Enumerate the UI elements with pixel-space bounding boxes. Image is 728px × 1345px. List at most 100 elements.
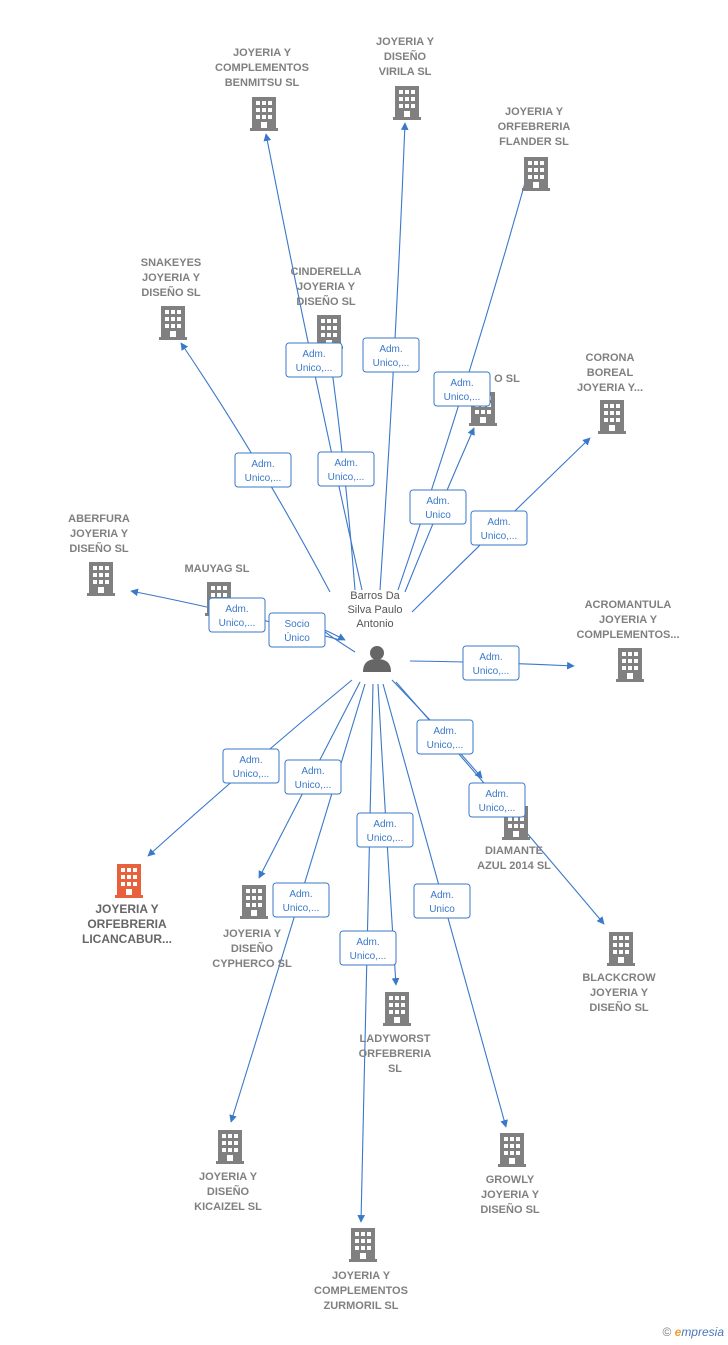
company-label-line: COMPLEMENTOS... <box>576 629 679 641</box>
edge-label-cinderella[interactable]: Adm. Unico,... <box>317 451 375 487</box>
edge-label-corona[interactable]: Adm.Unico,... <box>470 510 528 546</box>
building-icon <box>87 562 115 596</box>
building-icon <box>159 306 187 340</box>
company-label-line: ORFEBRERIA <box>498 121 571 133</box>
company-label-line: BENMITSU SL <box>225 77 300 89</box>
edge-label-virila[interactable]: Adm.Unico,... <box>362 337 420 373</box>
company-label-line: ABERFURA <box>68 513 130 525</box>
company-label-line: JOYERIA Y <box>95 902 158 916</box>
company-label-line: JOYERIA Y <box>590 987 649 999</box>
edge-label-flander[interactable]: Adm.Unico,... <box>433 371 491 407</box>
company-label-line: JOYERIA Y <box>376 36 435 48</box>
company-label-line: JOYERIA Y <box>297 281 356 293</box>
building-icon <box>250 97 278 131</box>
edge-label-line: Unico,... <box>328 472 365 483</box>
building-icon <box>115 864 143 898</box>
brand-name: mpresia <box>681 1325 724 1339</box>
copyright-icon: © <box>662 1325 672 1339</box>
edge-label-diamante[interactable]: Adm. Unico,... <box>416 719 474 755</box>
edge-label-snakeyes[interactable]: Adm.Unico,... <box>234 452 292 488</box>
edge-label-line: Adm. <box>426 496 449 507</box>
edge-label-line: Adm. <box>485 789 508 800</box>
company-label-line: ORFEBRERIA <box>359 1048 432 1060</box>
edge-label-line: Adm. <box>356 937 379 948</box>
edge-label-line: Adm. <box>479 652 502 663</box>
company-node-flander[interactable]: JOYERIA Y ORFEBRERIA FLANDER SL <box>498 106 571 191</box>
center-label-line-3: Antonio <box>356 618 393 630</box>
edge-label-licancabur[interactable]: Adm.Unico,... <box>222 748 280 784</box>
brand-initial: e <box>674 1325 682 1339</box>
company-label-line: COMPLEMENTOS <box>314 1285 408 1297</box>
edge-label-line: Adm. <box>379 344 402 355</box>
company-node-licancabur[interactable]: JOYERIA YORFEBRERIALICANCABUR... <box>82 864 172 946</box>
company-label-line: JOYERIA Y <box>223 928 282 940</box>
edge-labels-layer: Adm. Unico,... Adm. Unico,... Adm. Unico,... A… <box>208 337 528 966</box>
company-label-line: JOYERIA Y <box>233 47 292 59</box>
edge-label-benmitsu[interactable]: Adm.Unico,... <box>285 342 343 378</box>
edge-label-line: Unico,... <box>444 392 481 403</box>
edge-label-line: Unico,... <box>427 740 464 751</box>
edge-label-line: Unico,... <box>481 531 518 542</box>
edge-label-acromantula[interactable]: Adm. Unico,... <box>462 645 520 681</box>
company-label-line: DISEÑO SL <box>296 295 356 308</box>
building-icon <box>383 992 411 1026</box>
company-label-line: DIAMANTE <box>485 845 543 857</box>
company-label-line: DISEÑO <box>231 942 274 955</box>
edge-label-line: Adm. <box>334 458 357 469</box>
edge-label-line: Unico,... <box>479 803 516 814</box>
company-node-mauyag[interactable]: MAUYAG SL <box>185 563 250 616</box>
edge-label-box <box>433 371 491 407</box>
company-label-line: JOYERIA Y <box>505 106 564 118</box>
edge-label-line: Adm. <box>430 890 453 901</box>
edge-mauyag <box>322 629 356 653</box>
center-person[interactable]: Barros Da Silva Paulo Antonio <box>347 590 403 672</box>
edge-label-line: Adm. <box>373 819 396 830</box>
company-label-line: JOYERIA Y <box>142 272 201 284</box>
edge-label-blackcrow[interactable]: Adm. Unico,... <box>468 782 526 818</box>
edge-label-box <box>268 612 326 648</box>
edge-label-line: Unico,... <box>350 951 387 962</box>
edge-label-line: Adm. <box>433 726 456 737</box>
company-label-line: BLACKCROW <box>582 972 656 984</box>
company-label-line: ZURMORIL SL <box>324 1300 399 1312</box>
edge-label-kicaizel[interactable]: Adm.Unico,... <box>272 882 330 918</box>
edge-label-line: Unico,... <box>473 666 510 677</box>
edge-label-zurmoril[interactable]: Adm. Unico,... <box>339 930 397 966</box>
building-icon <box>498 1133 526 1167</box>
edge-label-ladyworst[interactable]: Adm. Unico,... <box>356 812 414 848</box>
edge-label-aberfura[interactable]: Adm.Unico,... <box>208 597 266 633</box>
edge-label-box <box>339 930 397 966</box>
company-label-line: DISEÑO SL <box>141 286 201 299</box>
edge-label-line: Socio <box>284 619 309 630</box>
edge-label-cypherco[interactable]: Adm.Unico,... <box>284 759 342 795</box>
company-label-line: MAUYAG SL <box>185 563 250 575</box>
edge-label-box <box>356 812 414 848</box>
edge-label-hidden-sl[interactable]: Adm.Unico <box>409 489 467 525</box>
building-icon <box>598 400 626 434</box>
edge-label-growly[interactable]: Adm.Unico <box>413 883 471 919</box>
building-icon <box>216 1130 244 1164</box>
edge-label-line: Unico,... <box>367 833 404 844</box>
building-icon <box>522 157 550 191</box>
company-label-line: FLANDER SL <box>499 136 569 148</box>
center-label-line-1: Barros Da <box>350 590 400 602</box>
company-node-hidden-sl[interactable]: O SL <box>469 373 520 426</box>
company-label-line: VIRILA SL <box>379 66 432 78</box>
